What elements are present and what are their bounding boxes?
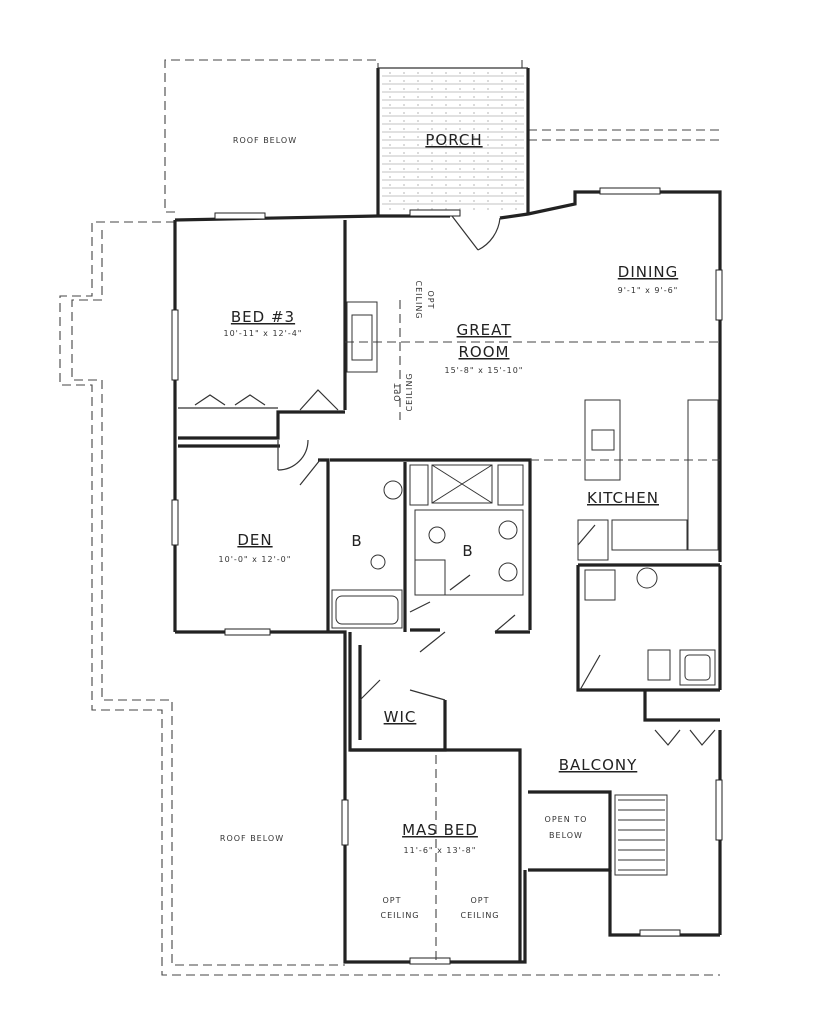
open-to-below-2: BELOW <box>549 831 583 840</box>
great-room-label-1: GREAT <box>457 321 512 339</box>
windows <box>171 187 723 965</box>
bath-1-label: B <box>351 532 362 550</box>
fixtures <box>331 301 719 876</box>
dining-dims: 9'-1" x 9'-6" <box>618 286 679 295</box>
labels: ROOF BELOW PORCH DINING 9'-1" x 9'-6" BE… <box>219 131 679 920</box>
opt-ceiling-a-1: OPT <box>426 290 435 309</box>
opt-ceiling-b-1: OPT <box>393 382 402 401</box>
opt-ceiling-d-1: OPT <box>470 896 489 905</box>
roof-below-top-label: ROOF BELOW <box>233 136 297 145</box>
dining-label: DINING <box>618 263 678 281</box>
opt-ceiling-b-2: CEILING <box>405 373 414 412</box>
opt-ceiling-d-2: CEILING <box>461 911 500 920</box>
mas-bed-dims: 11'-6" x 13'-8" <box>404 846 477 855</box>
bed3-label: BED #3 <box>231 308 295 326</box>
great-room-label-2: ROOM <box>459 343 510 361</box>
opt-ceiling-c-1: OPT <box>382 896 401 905</box>
roof-below-bottom-label: ROOF BELOW <box>220 834 284 843</box>
great-room-dims: 15'-8" x 15'-10" <box>445 366 524 375</box>
bath-2-label: B <box>462 542 473 560</box>
den-label: DEN <box>237 531 272 549</box>
porch-label: PORCH <box>425 131 482 149</box>
balcony-label: BALCONY <box>559 756 638 774</box>
bed3-dims: 10'-11" x 12'-4" <box>224 329 303 338</box>
roof-outline <box>59 59 720 976</box>
doors <box>194 215 716 746</box>
open-to-below-1: OPEN TO <box>545 815 588 824</box>
porch-hatch <box>382 72 524 212</box>
den-dims: 10'-0" x 12'-0" <box>219 555 292 564</box>
opt-ceiling-a-2: CEILING <box>414 281 423 320</box>
opt-ceiling-c-2: CEILING <box>381 911 420 920</box>
mas-bed-label: MAS BED <box>402 821 478 839</box>
wic-label: WIC <box>384 708 417 726</box>
kitchen-label: KITCHEN <box>587 489 659 507</box>
